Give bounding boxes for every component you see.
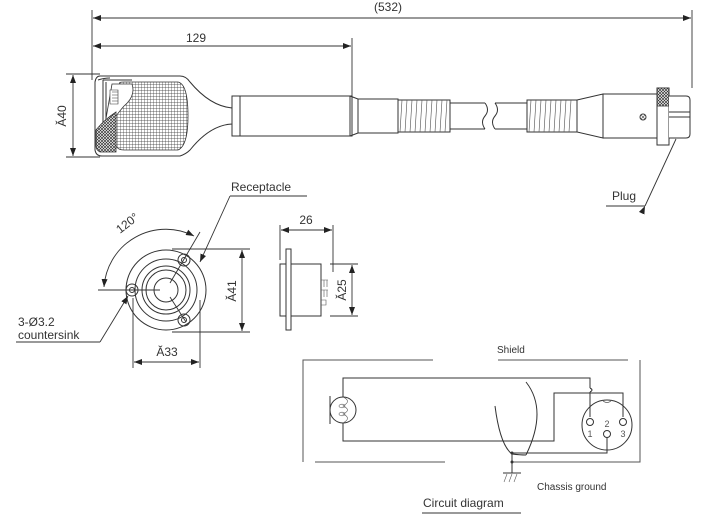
plug-label: Plug: [612, 189, 636, 203]
mounting-hole-bottom: [177, 313, 191, 327]
holes-label-line2: countersink: [18, 328, 80, 342]
angle-label: 120°: [113, 210, 141, 236]
overall-length-label: (532): [374, 0, 402, 14]
receptacle-side-view: 26 Ă25: [279, 213, 358, 331]
plug-callout: Plug: [606, 138, 677, 215]
flange-diameter-dimension: Ă41: [172, 248, 250, 333]
bolt-circle-label: Ă33: [156, 344, 178, 359]
angle-arc: [101, 228, 195, 288]
circuit-diagram-title: Circuit diagram: [423, 496, 504, 510]
receptacle-callout: Receptacle: [199, 180, 307, 263]
receptacle-diameter-label: Ă25: [334, 279, 349, 301]
grille-mesh: [115, 81, 189, 151]
holes-callout: 3-Ø3.2 countersink: [16, 295, 129, 343]
head-diameter-dimension: Ă40: [54, 73, 100, 158]
shield-label: Shield: [497, 345, 525, 356]
head-diameter-label: Ă40: [54, 105, 69, 127]
receptacle-front-view: 120°: [98, 210, 207, 331]
pin-2-label: 2: [604, 419, 609, 429]
cable-strain-relief-left: [397, 99, 451, 133]
overall-length-dimension: (532): [91, 0, 693, 88]
capsule-icon: [329, 396, 357, 424]
cable-strain-relief-right: [526, 99, 578, 133]
chassis-ground-label: Chassis ground: [537, 482, 606, 493]
cable: [450, 102, 530, 130]
screw-icon: [639, 113, 647, 121]
flange-diameter-label: Ă41: [224, 280, 239, 302]
pin-1-label: 1: [587, 429, 592, 439]
head-length-dimension: 129: [93, 31, 353, 96]
knurled-ring: [656, 87, 670, 107]
microphone-shaft: [231, 95, 399, 137]
microphone-head: [94, 75, 233, 157]
head-length-label: 129: [186, 31, 206, 45]
pin-3-label: 3: [620, 429, 625, 439]
xlr-plug: [576, 87, 691, 146]
receptacle-depth-label: 26: [299, 213, 313, 227]
ground-icon: [503, 472, 521, 483]
bolt-circle-dimension: Ă33: [132, 298, 201, 368]
circuit-diagram: Shield 1 2 3: [302, 345, 641, 514]
receptacle-label: Receptacle: [231, 180, 291, 194]
holes-label-line1: 3-Ø3.2: [18, 315, 55, 329]
